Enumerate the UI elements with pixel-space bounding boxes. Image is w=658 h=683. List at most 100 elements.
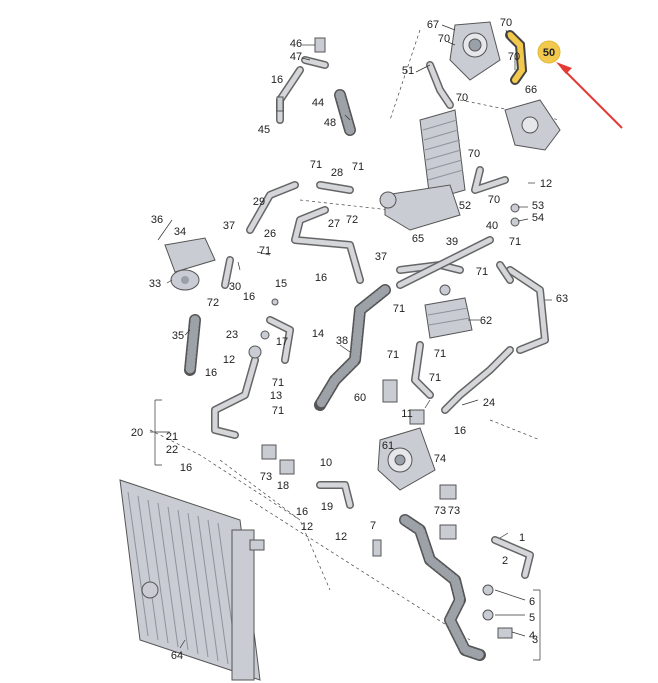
part-label-46: 46 bbox=[290, 38, 302, 50]
part-label-30: 30 bbox=[229, 281, 241, 293]
small-parts bbox=[248, 37, 520, 639]
part-label-44: 44 bbox=[312, 97, 324, 109]
part-label-6: 6 bbox=[529, 596, 535, 608]
part-label-71: 71 bbox=[434, 348, 446, 360]
part-label-72: 72 bbox=[346, 214, 358, 226]
part-label-16: 16 bbox=[271, 74, 283, 86]
part-label-60: 60 bbox=[354, 392, 366, 404]
part-label-71: 71 bbox=[272, 405, 284, 417]
part-label-29: 29 bbox=[253, 196, 265, 208]
part-label-48: 48 bbox=[324, 117, 336, 129]
radiator bbox=[119, 479, 265, 681]
part-label-50: 50 bbox=[543, 47, 555, 59]
cooler-62 bbox=[424, 284, 473, 339]
part-label-70: 70 bbox=[500, 17, 512, 29]
part-label-3: 3 bbox=[532, 634, 538, 646]
part-label-28: 28 bbox=[331, 167, 343, 179]
part-label-64: 64 bbox=[171, 650, 183, 662]
part-label-73: 73 bbox=[448, 505, 460, 517]
part-label-71: 71 bbox=[509, 236, 521, 248]
leader-lines bbox=[150, 24, 552, 661]
part-label-27: 27 bbox=[328, 218, 340, 230]
part-label-51: 51 bbox=[402, 65, 414, 77]
part-label-45: 45 bbox=[258, 124, 270, 136]
part-label-62: 62 bbox=[480, 315, 492, 327]
part-label-20: 20 bbox=[131, 427, 143, 439]
part-label-5: 5 bbox=[529, 612, 535, 624]
part-label-37: 37 bbox=[375, 251, 387, 263]
part-label-14: 14 bbox=[312, 328, 324, 340]
part-label-70: 70 bbox=[488, 194, 500, 206]
part-label-10: 10 bbox=[320, 457, 332, 469]
part-label-7: 7 bbox=[370, 520, 376, 532]
oil-cooler bbox=[379, 109, 466, 231]
part-label-17: 17 bbox=[276, 336, 288, 348]
part-label-16: 16 bbox=[205, 367, 217, 379]
part-label-21: 21 bbox=[166, 431, 178, 443]
part-label-24: 24 bbox=[483, 397, 495, 409]
part-label-33: 33 bbox=[149, 278, 161, 290]
part-label-12: 12 bbox=[540, 178, 552, 190]
hoses bbox=[184, 56, 549, 661]
part-label-16: 16 bbox=[243, 291, 255, 303]
part-label-74: 74 bbox=[434, 453, 446, 465]
part-label-15: 15 bbox=[275, 278, 287, 290]
part-label-1: 1 bbox=[519, 532, 525, 544]
part-label-38: 38 bbox=[336, 335, 348, 347]
part-label-18: 18 bbox=[277, 480, 289, 492]
part-label-71: 71 bbox=[259, 245, 271, 257]
part-label-37: 37 bbox=[223, 220, 235, 232]
part-label-73: 73 bbox=[434, 505, 446, 517]
part-label-52: 52 bbox=[459, 200, 471, 212]
part-label-12: 12 bbox=[335, 531, 347, 543]
part-label-70: 70 bbox=[468, 148, 480, 160]
part-label-71: 71 bbox=[272, 377, 284, 389]
part-label-73: 73 bbox=[260, 471, 272, 483]
part-label-40: 40 bbox=[486, 220, 498, 232]
part-label-12: 12 bbox=[301, 521, 313, 533]
part-label-71: 71 bbox=[352, 161, 364, 173]
coolant-pipe-66 bbox=[504, 99, 561, 151]
part-label-11: 11 bbox=[401, 408, 412, 420]
part-label-23: 23 bbox=[226, 329, 238, 341]
part-label-65: 65 bbox=[412, 233, 424, 245]
part-label-71: 71 bbox=[310, 159, 322, 171]
part-label-34: 34 bbox=[174, 226, 186, 238]
aux-pump bbox=[164, 237, 216, 291]
part-label-39: 39 bbox=[446, 236, 458, 248]
part-label-35: 35 bbox=[172, 330, 184, 342]
part-label-36: 36 bbox=[151, 214, 163, 226]
part-label-70: 70 bbox=[456, 92, 468, 104]
part-label-4: 4 bbox=[529, 630, 535, 642]
thermostat-housing-67 bbox=[449, 21, 501, 81]
pointer-arrow bbox=[556, 62, 623, 129]
part-label-16: 16 bbox=[180, 462, 192, 474]
part-label-63: 63 bbox=[556, 293, 568, 305]
water-pump bbox=[377, 427, 436, 491]
part-label-71: 71 bbox=[429, 372, 441, 384]
part-label-13: 13 bbox=[270, 390, 282, 402]
part-label-26: 26 bbox=[264, 228, 276, 240]
part-label-47: 47 bbox=[290, 51, 302, 63]
part-label-53: 53 bbox=[532, 200, 544, 212]
highlight-badge bbox=[537, 40, 561, 64]
part-label-71: 71 bbox=[387, 349, 399, 361]
part-label-2: 2 bbox=[502, 555, 508, 567]
part-label-16: 16 bbox=[315, 272, 327, 284]
highlighted-hose-50 bbox=[505, 30, 528, 85]
part-label-70: 70 bbox=[508, 51, 520, 63]
part-label-71: 71 bbox=[476, 266, 488, 278]
part-label-19: 19 bbox=[321, 501, 333, 513]
part-label-22: 22 bbox=[166, 444, 178, 456]
part-label-12: 12 bbox=[223, 354, 235, 366]
part-label-66: 66 bbox=[525, 84, 537, 96]
part-label-72: 72 bbox=[207, 297, 219, 309]
part-label-67: 67 bbox=[427, 19, 439, 31]
part-label-70: 70 bbox=[438, 33, 450, 45]
part-label-16: 16 bbox=[296, 506, 308, 518]
part-label-71: 71 bbox=[393, 303, 405, 315]
part-label-16: 16 bbox=[454, 425, 466, 437]
part-label-61: 61 bbox=[382, 440, 394, 452]
